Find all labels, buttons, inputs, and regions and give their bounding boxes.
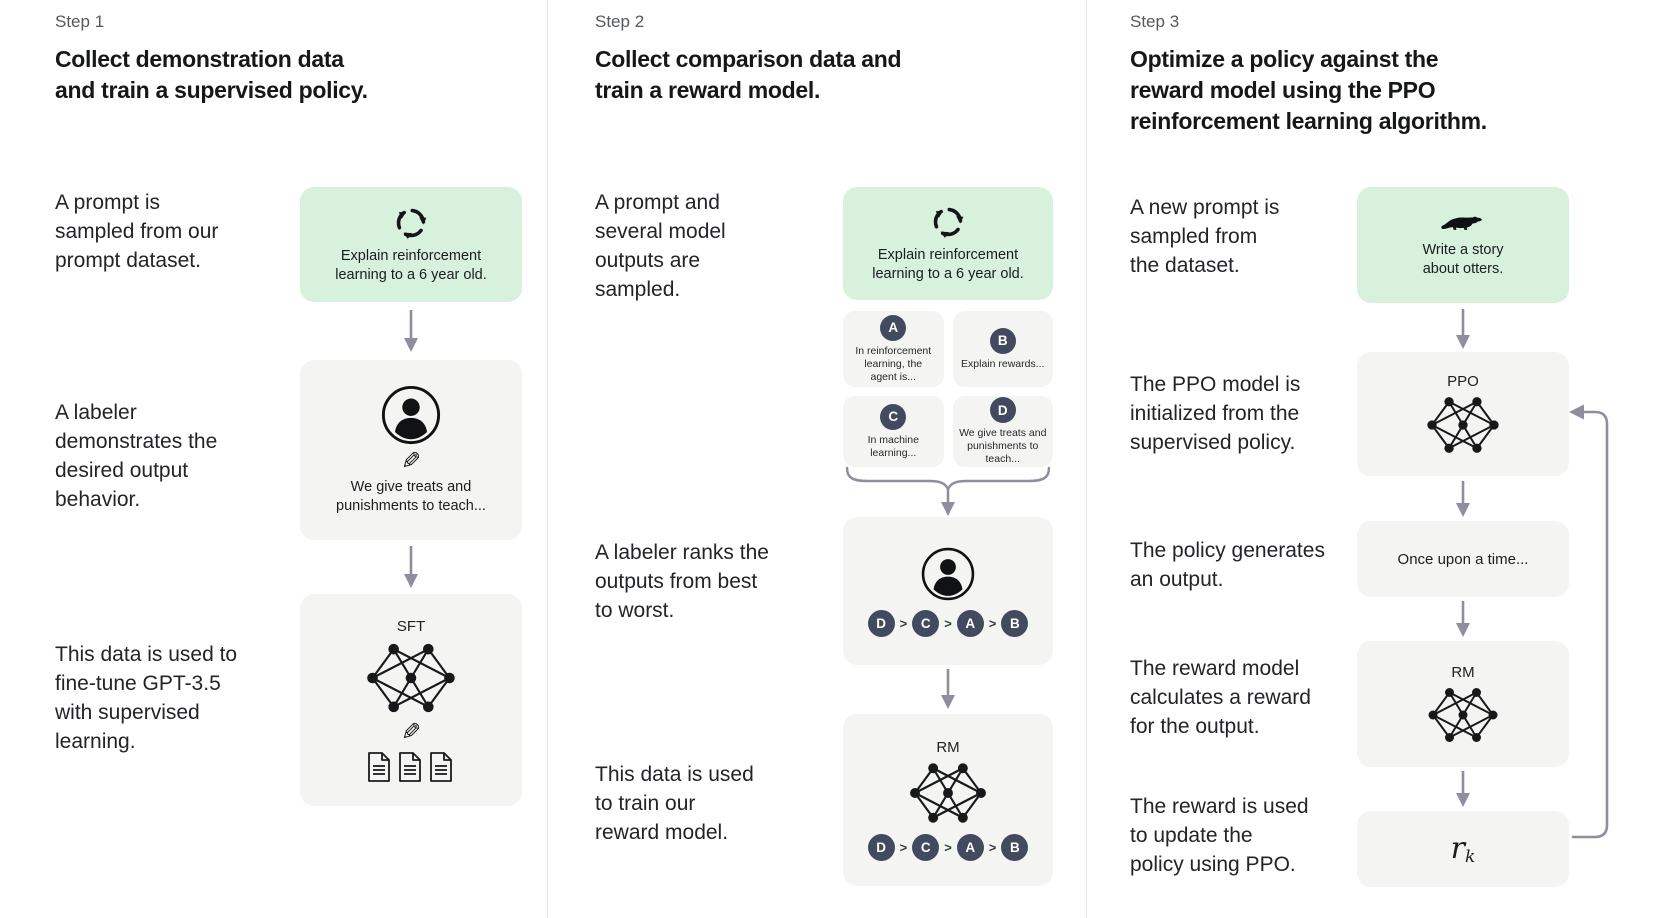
otter-icon [1441, 216, 1482, 230]
card-letter-badge: A [880, 314, 907, 341]
step2-title: Collect comparison data and train a rewa… [595, 46, 902, 103]
step3-output-text: The policy generates an output. [1130, 539, 1325, 591]
card-letter-badge: D [989, 397, 1016, 423]
step1-prompt-box: Explain reinforcement learning to a 6 ye… [300, 187, 522, 302]
reward-symbol: rk [1450, 830, 1476, 868]
step1-prompt-text: A prompt is sampled from our prompt data… [55, 191, 219, 272]
step3-label: Step 3 [1130, 12, 1180, 31]
step1-labeler-box: We give treats and punishments to teach.… [300, 360, 522, 540]
step3-rm-text: The reward model calculates a reward for… [1130, 657, 1311, 738]
documents-icon [368, 751, 452, 782]
cycle-arrows-icon [396, 208, 427, 239]
rank-chip: B [1001, 834, 1029, 861]
ranking-row: D > C > A > B [867, 834, 1029, 861]
output-card-d: D We give treats and punishments to teac… [952, 396, 1053, 467]
rank-chip: A [956, 609, 984, 637]
arrow-down-icon [1456, 481, 1470, 517]
step2-prompt-text: A prompt and several model outputs are s… [595, 191, 726, 301]
output-card-a: A In reinforcement learning, the agent i… [843, 311, 944, 387]
output-cards-grid: A In reinforcement learning, the agent i… [843, 311, 1053, 467]
pencil-icon [401, 721, 421, 745]
ppo-model-label: PPO [1447, 372, 1479, 390]
step1-labeler-text: A labeler demonstrates the desired outpu… [55, 401, 218, 511]
cycle-arrows-icon [933, 207, 964, 238]
arrow-down-icon [941, 669, 955, 709]
ranking-row: D > C > A > B [867, 609, 1029, 637]
step1-title: Collect demonstration data and train a s… [55, 46, 368, 103]
card-letter-badge: C [880, 403, 907, 430]
step2-prompt-box-caption: Explain reinforcement learning to a 6 ye… [872, 246, 1024, 282]
step3-ppo-text: The PPO model is initialized from the su… [1130, 373, 1301, 454]
step3-output-box: Once upon a time... [1357, 521, 1569, 597]
step2-prompt-box: Explain reinforcement learning to a 6 ye… [843, 187, 1053, 300]
rank-chip: D [867, 834, 895, 861]
rank-chip: B [1001, 609, 1029, 637]
step2-label: Step 2 [595, 12, 645, 31]
policy-output-text: Once upon a time... [1397, 550, 1529, 568]
output-card-c: C In machine learning... [843, 396, 944, 467]
arrow-down-icon [404, 546, 418, 588]
step1-label: Step 1 [55, 12, 105, 31]
step1-labeler-box-caption: We give treats and punishments to teach.… [336, 479, 486, 514]
feedback-loop-arrow [1569, 404, 1609, 839]
rank-chip: C [912, 834, 940, 861]
rank-chip: C [912, 609, 940, 637]
step3-title: Optimize a policy against the reward mod… [1130, 46, 1487, 134]
step1-prompt-box-caption: Explain reinforcement learning to a 6 ye… [335, 247, 487, 283]
neural-network-icon [910, 763, 986, 823]
arrow-down-icon [1456, 771, 1470, 807]
step2-rm-box: RM D > C > A > B [843, 714, 1053, 886]
arrow-down-icon [1456, 601, 1470, 637]
output-card-b: B Explain rewards... [952, 311, 1053, 387]
neural-network-icon [1427, 396, 1499, 453]
rank-chip: D [867, 609, 895, 637]
neural-network-icon [1428, 687, 1498, 742]
arrow-down-icon [404, 310, 418, 352]
column-divider [547, 0, 548, 918]
rm-model-label: RM [936, 739, 960, 756]
sft-model-label: SFT [396, 617, 426, 635]
step2-rm-text: This data is used to train our reward mo… [595, 763, 754, 844]
step3-ppo-box: PPO [1357, 352, 1569, 476]
step3-reward-text: The reward is used to update the policy … [1130, 795, 1309, 876]
person-icon [381, 385, 441, 445]
arrow-down-icon [1456, 309, 1470, 349]
neural-network-icon [367, 643, 455, 712]
column-divider [1086, 0, 1087, 918]
step3-prompt-box: Write a story about otters. [1357, 187, 1569, 303]
step3-rm-box: RM [1357, 641, 1569, 767]
step1-sft-box: SFT [300, 594, 522, 806]
step3-prompt-text: A new prompt is sampled from the dataset… [1130, 196, 1280, 277]
pencil-icon [401, 450, 421, 474]
person-icon [921, 547, 975, 600]
brace-arrow-connector [845, 466, 1051, 516]
rm-model-label: RM [1451, 663, 1475, 681]
card-letter-badge: B [989, 327, 1016, 354]
step3-reward-box: rk [1357, 811, 1569, 887]
step3-prompt-box-caption: Write a story about otters. [1422, 242, 1504, 277]
step2-labeler-text: A labeler ranks the outputs from best to… [595, 541, 769, 622]
step2-labeler-box: D > C > A > B [843, 517, 1053, 665]
step1-sft-text: This data is used to fine-tune GPT-3.5 w… [55, 643, 238, 753]
rank-chip: A [956, 834, 984, 861]
